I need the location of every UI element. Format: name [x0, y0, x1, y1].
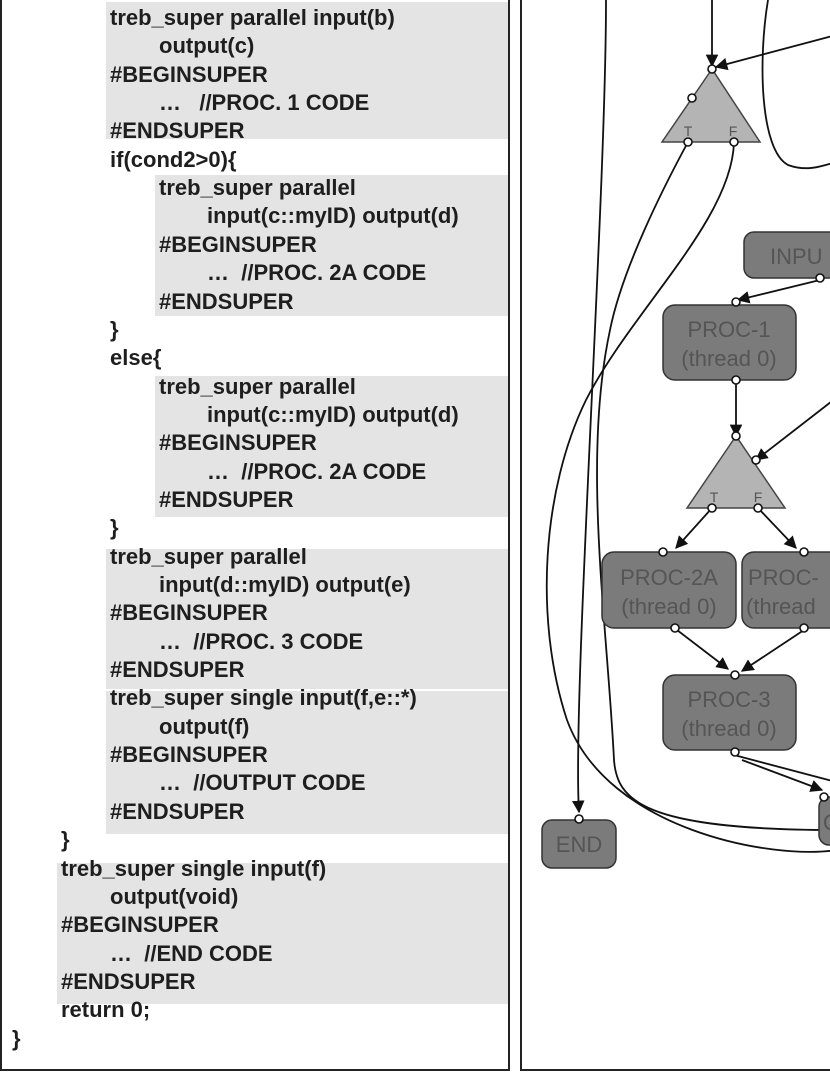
node-input-label: INPU	[770, 244, 823, 269]
node-proc2a[interactable]: PROC-2A (thread 0)	[601, 551, 737, 629]
code-line: #BEGINSUPER	[110, 600, 268, 626]
code-line: output(f)	[159, 713, 250, 739]
code-line: else{	[110, 345, 162, 371]
code-line: }	[110, 515, 119, 541]
edge-loop-upper	[761, 0, 830, 170]
code-line: if(cond2>0){	[110, 146, 237, 172]
node-proc1-thread: (thread 0)	[681, 346, 776, 371]
diagram-panel: T F T F INPU PROC-1 (thread 0) PROC-2A (…	[520, 0, 830, 1071]
code-line: #ENDSUPER	[110, 798, 245, 824]
branch1-true-label: T	[684, 123, 693, 139]
edge-proc2a-proc3	[676, 629, 730, 670]
code-line: input(c::myID) output(d)	[207, 203, 459, 229]
code-line: … //PROC. 2A CODE	[207, 260, 427, 286]
code-line: output(c)	[159, 33, 255, 59]
branch2-false-label: F	[754, 489, 763, 505]
code-line: … //PROC. 3 CODE	[159, 628, 364, 654]
edge-branch1-true	[596, 141, 830, 831]
code-line: … //PROC. 2A CODE	[207, 458, 427, 484]
edge-branch1-false	[545, 141, 830, 853]
node-proc2b-thread: (thread	[746, 594, 816, 619]
node-proc1[interactable]: PROC-1 (thread 0)	[662, 304, 797, 381]
code-line: #ENDSUPER	[159, 486, 294, 512]
code-line: #ENDSUPER	[61, 968, 196, 994]
code-line: #ENDSUPER	[159, 288, 294, 314]
code-line: #BEGINSUPER	[159, 231, 317, 257]
edge-loop-into-branch1	[714, 35, 830, 71]
code-block-output	[106, 691, 508, 834]
edge-loop-into-branch2	[755, 401, 830, 461]
code-line: treb_super parallel	[159, 175, 356, 201]
edge-proc2b-proc3	[740, 629, 805, 672]
code-block-proc2a-else	[155, 376, 508, 517]
code-block-proc3	[106, 549, 508, 689]
code-line: input(d::myID) output(e)	[159, 572, 411, 597]
code-line: #BEGINSUPER	[110, 61, 268, 87]
branch1-false-label: F	[729, 123, 738, 139]
code-line: treb_super parallel input(b)	[110, 5, 395, 30]
node-output-label: O	[823, 810, 830, 835]
edge-branch2-proc2a	[675, 507, 713, 549]
code-line: input(c::myID) output(d)	[207, 401, 459, 427]
code-block-end	[57, 863, 508, 1004]
code-panel: treb_super parallel input(b)output(c)#BE…	[0, 0, 510, 1071]
code-line: treb_super single input(f)	[61, 855, 327, 881]
node-end-label: END	[556, 832, 602, 857]
ports	[574, 64, 829, 824]
code-line: #ENDSUPER	[110, 118, 245, 144]
code-line: #BEGINSUPER	[61, 912, 219, 938]
edge-branch2-proc2b	[757, 507, 797, 549]
code-line: treb_super parallel	[110, 543, 307, 569]
code-line: treb_super parallel	[159, 373, 356, 399]
code-line: #BEGINSUPER	[159, 430, 317, 456]
code-line: }	[110, 316, 119, 342]
edge-input-proc1	[736, 279, 821, 304]
branch2-true-label: T	[710, 489, 719, 505]
code-line: return 0;	[61, 997, 151, 1023]
node-proc3-name: PROC-3	[687, 687, 770, 712]
node-proc2a-thread: (thread 0)	[621, 594, 716, 619]
node-proc2b-name: PROC-	[748, 565, 819, 590]
branch-node-1: T F	[660, 67, 762, 143]
code-line: … //PROC. 1 CODE	[159, 90, 370, 116]
node-output[interactable]: O	[818, 796, 830, 846]
node-proc3[interactable]: PROC-3 (thread 0)	[662, 674, 797, 751]
node-proc3-thread: (thread 0)	[681, 716, 776, 741]
code-line: output(void)	[110, 883, 239, 909]
branch-node-2: T F	[685, 434, 787, 509]
node-end[interactable]: END	[541, 819, 617, 869]
code-line: … //OUTPUT CODE	[159, 770, 366, 796]
code-block-proc1	[106, 2, 508, 139]
node-proc1-name: PROC-1	[687, 317, 770, 342]
code-line: }	[61, 827, 70, 853]
edge-loop-long-left	[572, 0, 607, 814]
code-line: #BEGINSUPER	[110, 742, 268, 768]
flow-diagram: T F T F INPU PROC-1 (thread 0) PROC-2A (…	[541, 0, 830, 869]
code-line: treb_super single input(f,e::*)	[110, 685, 417, 711]
node-input[interactable]: INPU	[743, 231, 830, 279]
code-line: #ENDSUPER	[110, 657, 245, 683]
code-block-proc2a-if	[155, 175, 508, 316]
edge-proc3-output-b	[741, 759, 824, 792]
code-line: }	[12, 1025, 21, 1051]
edge-proc3-output-a	[733, 754, 830, 782]
code-line: … //END CODE	[110, 940, 273, 966]
node-proc2b[interactable]: PROC- (thread	[741, 551, 830, 629]
node-proc2a-name: PROC-2A	[620, 565, 718, 590]
